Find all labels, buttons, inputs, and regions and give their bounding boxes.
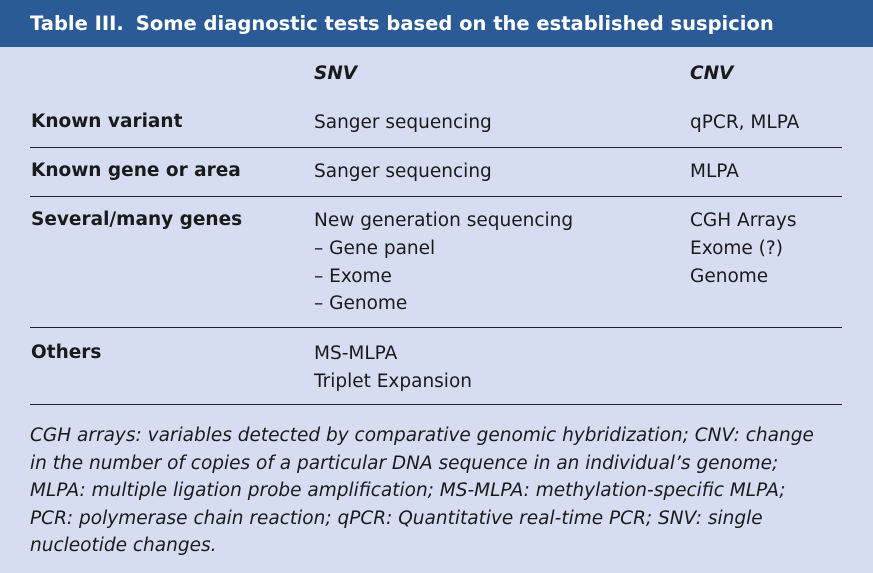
table-cell: qPCR, MLPA	[690, 112, 800, 133]
row-label-known-gene: Known gene or area	[31, 160, 241, 181]
table-title: Some diagnostic tests based on the estab…	[135, 12, 774, 35]
table-cell: Sanger sequencing	[314, 112, 492, 133]
row-divider	[30, 404, 842, 405]
table-cell: Triplet Expansion	[314, 371, 472, 392]
footnote-line: PCR: polymerase chain reaction; qPCR: Qu…	[30, 507, 763, 529]
row-divider	[30, 147, 842, 148]
table-cell: Sanger sequencing	[314, 161, 492, 182]
row-divider	[30, 196, 842, 197]
table-title-bar: Table III. Some diagnostic tests based on…	[0, 0, 873, 47]
row-divider	[30, 327, 842, 328]
footnote-line: in the number of copies of a particular …	[30, 452, 779, 474]
table-cell: Exome (?)	[690, 238, 783, 259]
table-cell: MS-MLPA	[314, 343, 398, 364]
table-cell: CGH Arrays	[690, 210, 797, 231]
column-header-cnv: CNV	[690, 63, 734, 84]
table-cell: – Exome	[314, 266, 392, 287]
table-footnote: CGH arrays: variables detected by compar…	[30, 422, 845, 560]
table-cell: MLPA	[690, 161, 739, 182]
table-cell: New generation sequencing	[314, 210, 574, 231]
footnote-line: MLPA: multiple ligation probe amplificat…	[30, 480, 786, 501]
row-label-known-variant: Known variant	[31, 111, 183, 132]
row-label-others: Others	[31, 342, 102, 363]
table-cell: Genome	[690, 266, 769, 287]
table-number: Table III.	[30, 12, 124, 35]
column-header-snv: SNV	[314, 63, 358, 84]
table-cell: – Genome	[314, 293, 408, 314]
footnote-line: nucleotide changes.	[30, 535, 217, 556]
row-label-several-genes: Several/many genes	[31, 209, 243, 230]
table-cell: – Gene panel	[314, 238, 436, 259]
footnote-line: CGH arrays: variables detected by compar…	[30, 425, 814, 446]
